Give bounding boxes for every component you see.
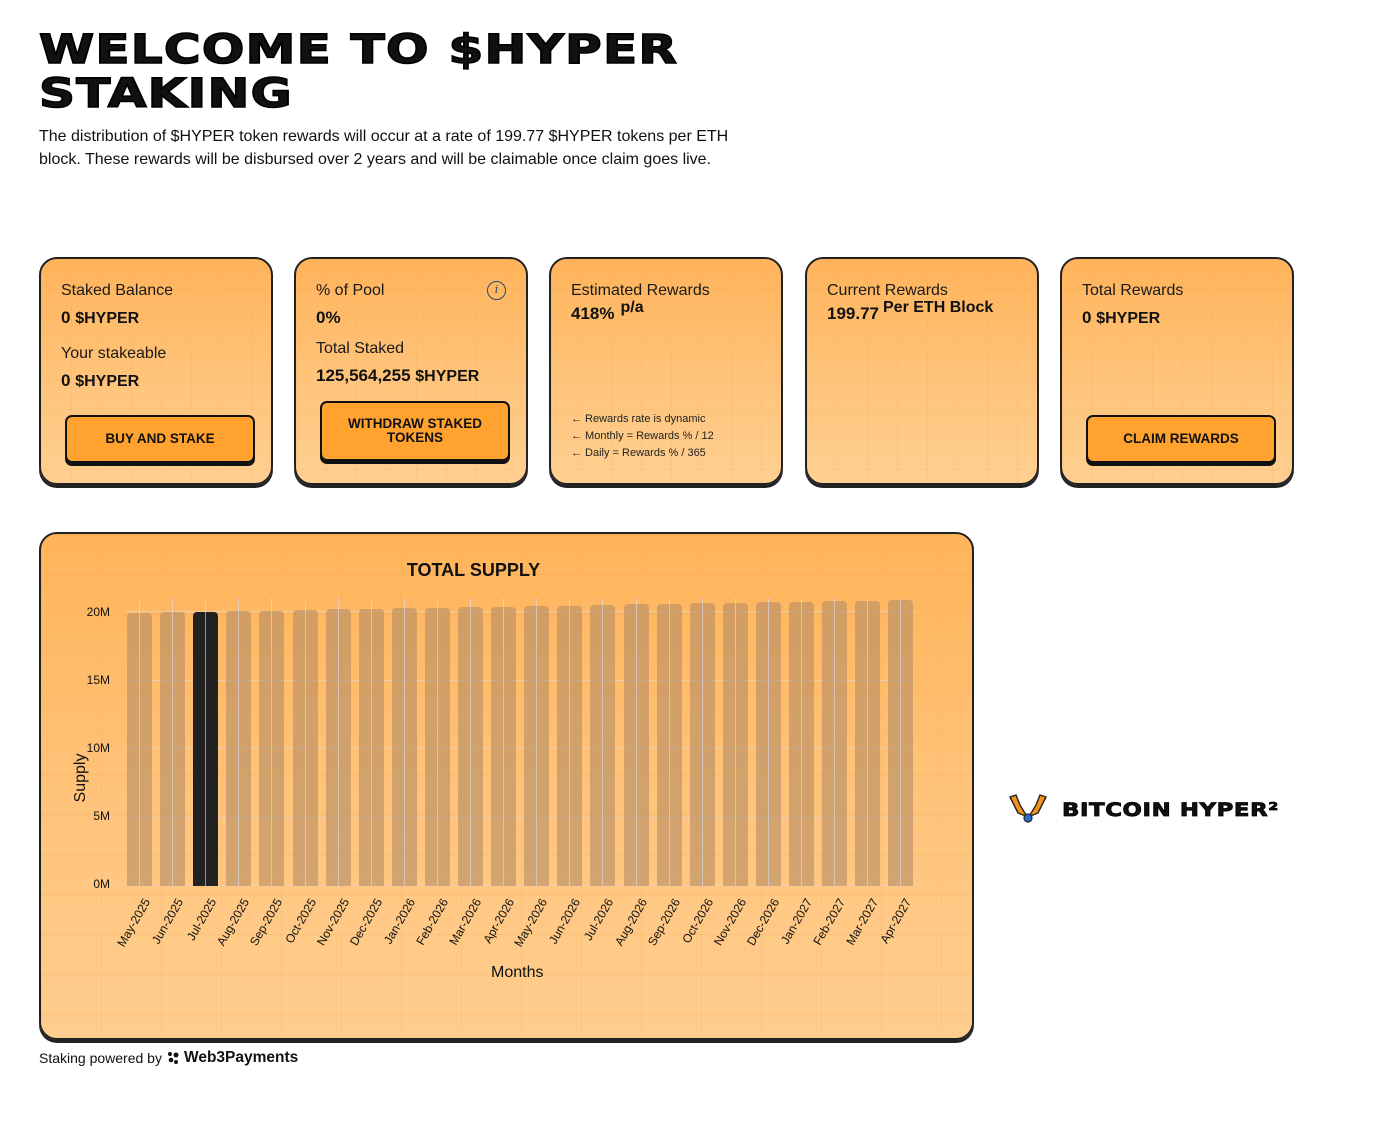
- y-tick: 10M: [86, 741, 110, 755]
- grid-line: [900, 598, 902, 886]
- grid-line: [238, 598, 240, 886]
- web3payments-link[interactable]: Web3Payments: [183, 1049, 299, 1066]
- grid-line: [125, 816, 915, 818]
- grid-line: [503, 598, 505, 886]
- total-staked-label: Total Staked: [316, 340, 405, 357]
- page-title: WELCOME TO $HYPER STAKING: [38, 27, 679, 117]
- footer-text: Staking powered by: [39, 1050, 162, 1066]
- current-rewards-label: Current Rewards: [827, 282, 948, 299]
- grid-line: [337, 598, 339, 886]
- grid-line: [271, 598, 273, 886]
- total-rewards-value: 0 $HYPER: [1082, 308, 1161, 327]
- note-monthly: ← Monthly = Rewards % / 12: [571, 430, 714, 442]
- withdraw-staked-button[interactable]: WITHDRAW STAKED TOKENS: [320, 401, 510, 461]
- grid-line: [569, 598, 571, 886]
- grid-line: [403, 598, 405, 886]
- staked-balance-label: Staked Balance: [61, 282, 174, 299]
- claim-rewards-button[interactable]: CLAIM REWARDS: [1086, 415, 1276, 463]
- grid-line: [801, 598, 802, 886]
- grid-line: [125, 748, 915, 749]
- brand-logo: BITCOIN HYPER²: [1008, 793, 1279, 827]
- y-tick: 20M: [86, 605, 110, 619]
- grid-line: [370, 598, 372, 886]
- y-tick: 5M: [93, 809, 110, 823]
- y-axis-label: Supply: [72, 753, 89, 803]
- note-dynamic: ← Rewards rate is dynamic: [571, 413, 706, 425]
- total-rewards-card: Total Rewards 0 $HYPER CLAIM REWARDS: [1060, 257, 1294, 485]
- grid-line: [304, 598, 306, 886]
- y-tick: 15M: [86, 673, 110, 687]
- staked-balance-value: 0 $HYPER: [61, 308, 140, 327]
- note-daily: ← Daily = Rewards % / 365: [571, 447, 706, 459]
- total-supply-chart: TOTAL SUPPLY Supply 0M 5M 10M 15M 20M Ma…: [39, 532, 974, 1040]
- grid-line: [834, 598, 836, 886]
- total-staked-value: 125,564,255 $HYPER: [316, 366, 480, 385]
- info-icon[interactable]: i: [487, 281, 506, 300]
- grid-line: [668, 598, 670, 886]
- grid-line: [125, 611, 915, 612]
- pool-card: % of Pool i 0% Total Staked 125,564,255 …: [294, 257, 528, 485]
- grid-line: [172, 598, 174, 886]
- stakeable-value: 0 $HYPER: [61, 371, 140, 390]
- grid-line: [205, 598, 207, 886]
- x-axis-label: Months: [491, 964, 544, 981]
- grid-line: [436, 598, 438, 886]
- grid-line: [536, 598, 538, 886]
- footer: Staking powered by Web3Payments: [39, 1049, 298, 1067]
- estimated-rewards-value: 418%p/a: [571, 299, 644, 323]
- rewards-notes: ← Rewards rate is dynamic ← Monthly = Re…: [571, 411, 714, 462]
- grid-line: [701, 598, 703, 886]
- pool-label: % of Pool: [316, 282, 385, 299]
- grid-line: [734, 598, 736, 886]
- grid-line: [602, 598, 604, 886]
- pool-value: 0%: [316, 308, 341, 327]
- intro-text: The distribution of $HYPER token rewards…: [39, 128, 729, 168]
- grid-line: [139, 598, 140, 886]
- grid-line: [125, 885, 915, 886]
- grid-line: [767, 598, 769, 886]
- plot-area: [125, 598, 915, 886]
- total-rewards-label: Total Rewards: [1082, 282, 1184, 299]
- brand-name: BITCOIN HYPER²: [1062, 799, 1279, 822]
- stakeable-label: Your stakeable: [61, 345, 167, 362]
- wings-icon: [1009, 794, 1047, 823]
- chart-title: TOTAL SUPPLY: [406, 560, 541, 580]
- grid-line: [470, 598, 471, 886]
- web3payments-icon: [167, 1052, 179, 1064]
- estimated-rewards-card: Estimated Rewards 418%p/a ← Rewards rate…: [549, 257, 783, 485]
- y-tick: 0M: [93, 877, 110, 891]
- grid-line: [635, 598, 637, 886]
- buy-and-stake-button[interactable]: BUY AND STAKE: [65, 415, 255, 463]
- estimated-rewards-label: Estimated Rewards: [571, 282, 710, 299]
- grid-line: [125, 679, 915, 681]
- grid-line: [867, 598, 869, 886]
- staked-balance-card: Staked Balance 0 $HYPER Your stakeable 0…: [39, 257, 273, 485]
